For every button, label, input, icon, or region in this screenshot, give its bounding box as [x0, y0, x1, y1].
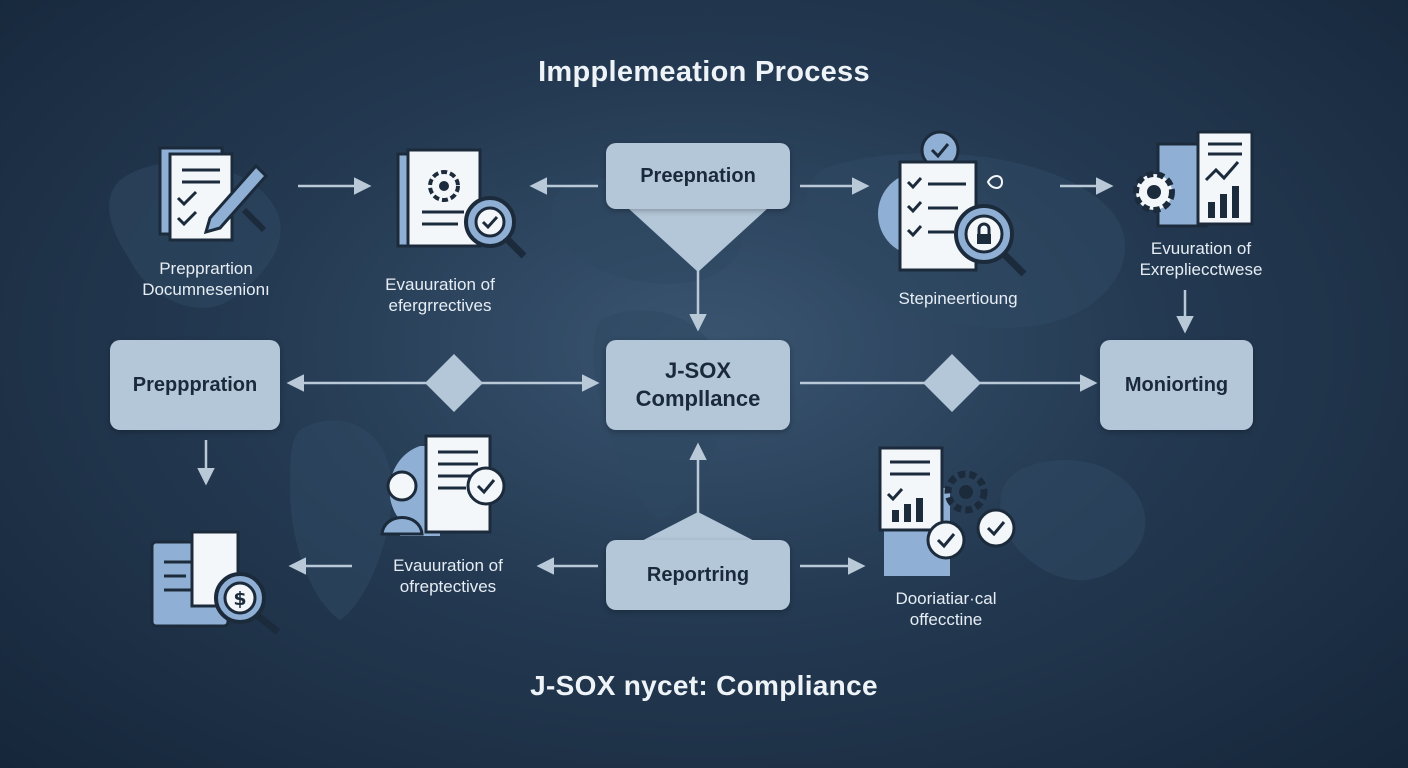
- label-step-icon-3: Stepineertioung: [858, 288, 1058, 309]
- label-line: Stepineertioung: [898, 289, 1018, 308]
- jsox-hub-label-line1: J-SOX: [664, 358, 732, 383]
- jsox-hub-label-line2: Compllance: [635, 386, 761, 411]
- label-operational-effectiveness: Dooriatiar·cal offecctine: [846, 588, 1046, 630]
- jsox-compliance-hub-box: J-SOX Compllance: [606, 340, 790, 430]
- label-line: offecctine: [909, 610, 983, 629]
- label-line: Prepprartion: [159, 259, 253, 278]
- label-line: ofreptectives: [399, 577, 497, 596]
- gear-report-chart-icon: [1133, 130, 1254, 228]
- monitoring-step-label: Moniorting: [1124, 373, 1229, 396]
- label-line: Dooriatiar·cal: [895, 589, 997, 608]
- label-evaluation-objectives-top: Evauuration of efergrrectives: [340, 274, 540, 316]
- decision-diamond-left: [425, 354, 483, 412]
- label-line: Exrepliecctwese: [1139, 260, 1263, 279]
- label-line: Documnesenionı: [142, 280, 270, 299]
- preparation-callout-label: Preepnation: [640, 164, 756, 187]
- decision-diamond-right: [923, 354, 981, 412]
- checklist-lock-magnifier-icon: [878, 130, 1027, 277]
- preparation-step-label: Prepppration: [132, 373, 258, 396]
- label-line: Evuuration of: [1150, 239, 1252, 258]
- label-line: Evauuration of: [385, 275, 495, 294]
- checklist-pen-icon: [158, 146, 269, 242]
- label-line: efergrrectives: [388, 296, 492, 315]
- label-evaluation-effectiveness: Evuuration of Exrepliecctwese: [1106, 238, 1296, 280]
- monitoring-step-box: Moniorting: [1100, 340, 1253, 430]
- dollar-document-magnifier-icon: $: [150, 530, 281, 635]
- diagram-title: Impplemeation Process: [538, 56, 870, 88]
- label-evaluation-objectives-bottom: Evauuration of ofreptectives: [348, 555, 548, 597]
- callout-pointer-bottom: [628, 512, 768, 548]
- preparation-step-box: Prepppration: [110, 340, 280, 430]
- label-preparation-documentation: Prepprartion Documnesenionı: [96, 258, 316, 300]
- preparation-callout-box: Preepnation: [606, 143, 790, 209]
- reporting-callout-label: Reportring: [646, 563, 750, 586]
- report-gear-checks-icon: [878, 446, 1016, 576]
- callout-pointer-top: [628, 208, 768, 272]
- reporting-callout-box: Reportring: [606, 540, 790, 610]
- gear-document-magnifier-icon: [396, 148, 527, 259]
- label-line: Evauuration of: [393, 556, 503, 575]
- dollar-sign-glyph: $: [233, 588, 246, 610]
- diagram-footer-title: J-SOX nycet: Compliance: [530, 670, 878, 701]
- user-document-check-icon: [380, 434, 506, 536]
